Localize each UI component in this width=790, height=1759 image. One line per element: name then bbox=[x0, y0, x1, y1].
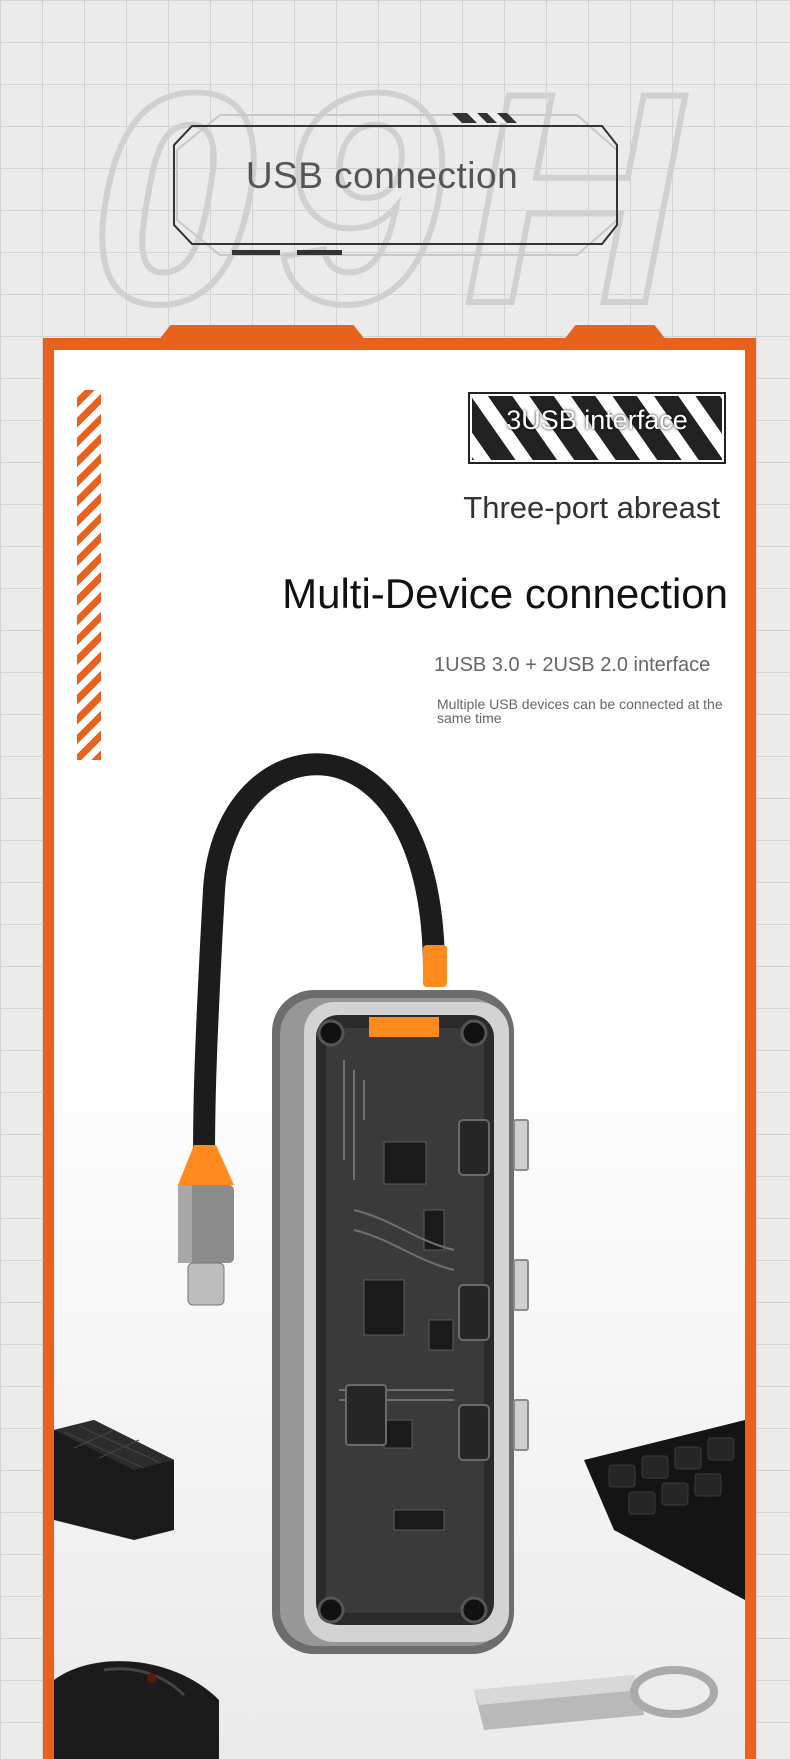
feature-headline: Multi-Device connection bbox=[282, 570, 728, 617]
background-glyphs-text: 09H bbox=[90, 40, 700, 330]
keyboard-icon bbox=[584, 1420, 745, 1600]
interface-badge-label: 3USB interface bbox=[506, 405, 688, 435]
frame-tab-right bbox=[563, 325, 667, 341]
interface-spec: 1USB 3.0 + 2USB 2.0 interface bbox=[434, 654, 711, 676]
section-title-badge bbox=[173, 113, 618, 256]
usb-stick-icon bbox=[474, 1666, 718, 1730]
product-illustration bbox=[54, 753, 745, 1759]
feature-note: Multiple USB devices can be connected at… bbox=[437, 696, 723, 726]
usb-hub-icon bbox=[272, 990, 529, 1654]
background-glyphs: 09H bbox=[87, 40, 700, 330]
hard-drive-icon bbox=[54, 1420, 174, 1540]
mouse-icon bbox=[54, 1661, 219, 1759]
section-title: USB connection bbox=[245, 155, 519, 196]
feature-subtitle: Three-port abreast bbox=[463, 490, 720, 525]
hazard-stripe-icon bbox=[77, 390, 101, 760]
interface-badge bbox=[468, 392, 726, 464]
frame-tab-left bbox=[158, 325, 366, 341]
